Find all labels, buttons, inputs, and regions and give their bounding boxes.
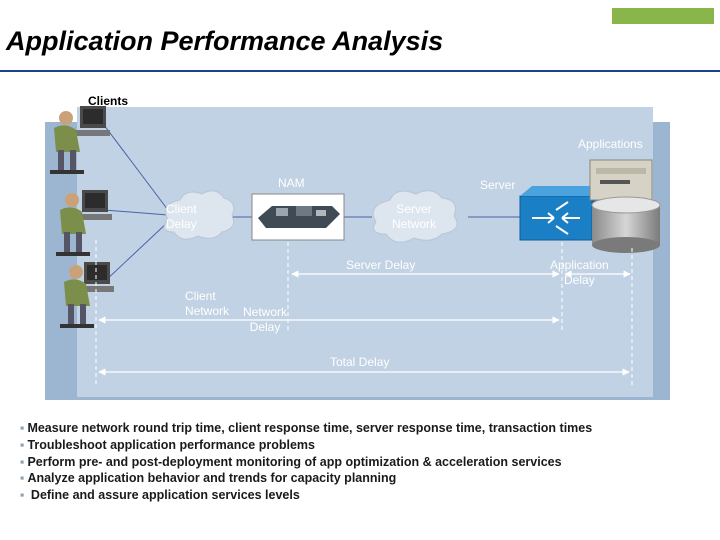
bullet-item: ▪Troubleshoot application performance pr… — [20, 437, 315, 452]
bullet-item: ▪Measure network round trip time, client… — [20, 421, 593, 435]
client-workstation-3 — [60, 262, 114, 328]
client-network-label: Client Network — [185, 289, 230, 318]
accent-bar — [612, 8, 714, 24]
nam-label: NAM — [278, 176, 305, 190]
bullet-square-icon: ▪ — [20, 488, 25, 503]
title-divider — [0, 70, 720, 72]
application-delay-label: Application Delay — [550, 258, 609, 287]
storage-cylinder-icon — [591, 196, 661, 253]
server-network-label: Server Network — [392, 202, 437, 231]
client-link-3 — [103, 221, 169, 283]
client-cloud — [163, 190, 235, 240]
total-delay-label: Total Delay — [330, 355, 390, 369]
client-workstation-2 — [56, 190, 112, 256]
bullet-item: ▪Analyze application behavior and trends… — [20, 471, 397, 486]
client-workstation-1 — [50, 106, 110, 174]
client-link-2 — [103, 209, 169, 216]
bullet-item: ▪Perform pre- and post-deployment monito… — [20, 454, 562, 469]
server-label: Server — [480, 178, 516, 192]
applications-label: Applications — [578, 137, 643, 151]
network-delay-label: Network Delay — [243, 305, 288, 334]
bullet-square-icon: ▪ — [20, 454, 25, 469]
nam-module — [251, 193, 345, 241]
server-delay-label: Server Delay — [346, 258, 416, 272]
server-tower-icon — [589, 159, 653, 201]
client-link-1 — [103, 124, 169, 211]
bullet-item: ▪ Define and assure application services… — [20, 488, 300, 503]
client-delay-label: Client Delay — [166, 202, 197, 231]
page-title: Application Performance Analysis — [6, 26, 444, 56]
clients-label: Clients — [88, 94, 129, 108]
bullet-square-icon: ▪ — [20, 437, 25, 452]
bullet-square-icon: ▪ — [20, 421, 25, 435]
server-cloud — [372, 190, 458, 243]
diagram-background-inner — [77, 107, 653, 397]
bullet-square-icon: ▪ — [20, 471, 25, 486]
bullet-list: ▪Measure network round trip time, client… — [20, 420, 670, 504]
